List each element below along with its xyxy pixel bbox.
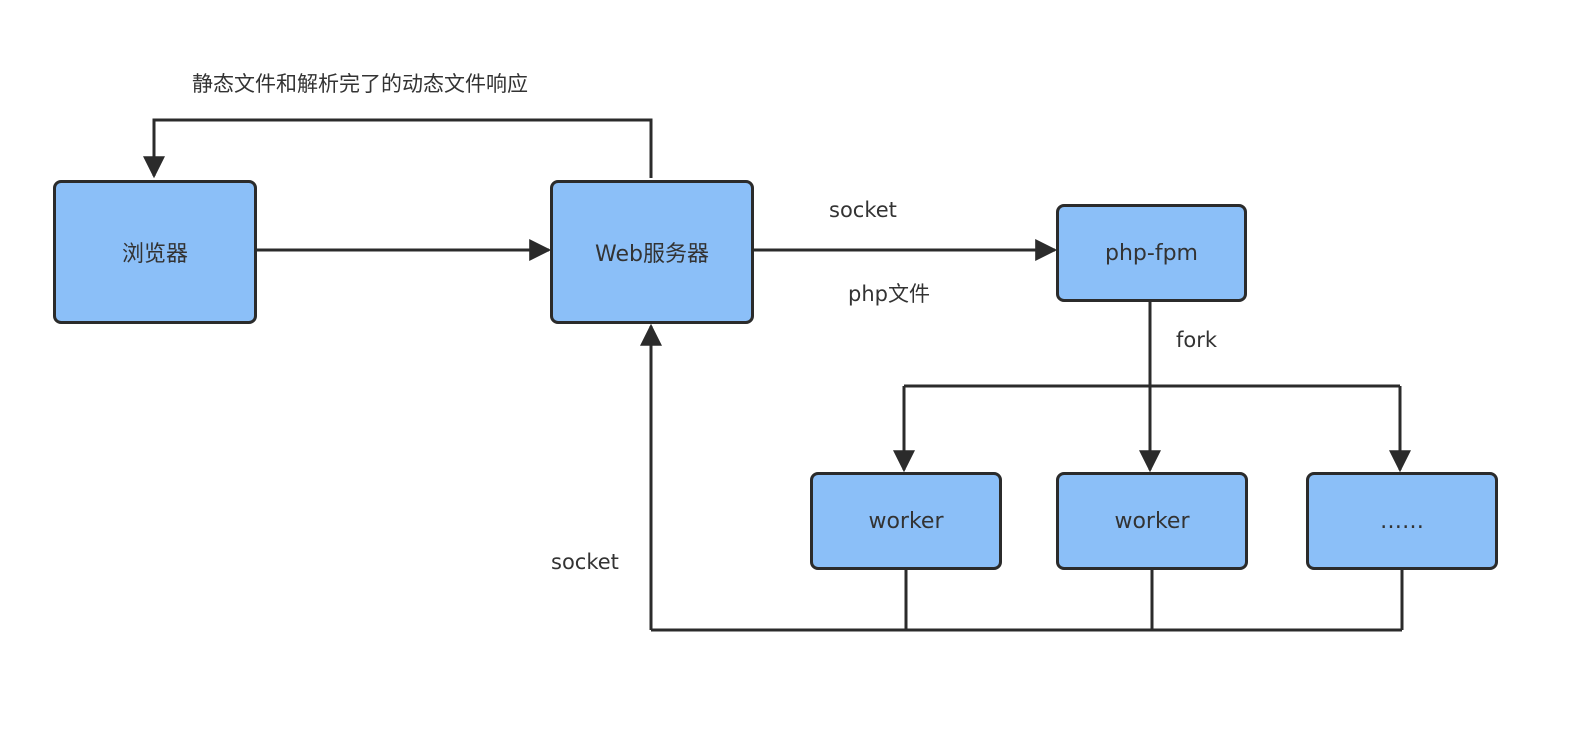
node-worker-2-label: worker <box>1114 508 1190 534</box>
node-worker-more: …… <box>1306 472 1498 570</box>
node-web-server-label: Web服务器 <box>595 242 709 267</box>
node-worker-1: worker <box>810 472 1002 570</box>
label-socket-bottom: socket <box>551 550 619 574</box>
node-worker-more-label: …… <box>1380 508 1424 534</box>
label-fork: fork <box>1176 328 1218 352</box>
node-worker-2: worker <box>1056 472 1248 570</box>
node-php-fpm: php-fpm <box>1056 204 1247 302</box>
node-php-fpm-label: php-fpm <box>1105 240 1198 266</box>
node-worker-1-label: worker <box>868 508 944 534</box>
node-browser: 浏览器 <box>53 180 257 324</box>
label-php-file: php文件 <box>848 282 930 306</box>
node-browser-label: 浏览器 <box>121 242 188 267</box>
label-response: 静态文件和解析完了的动态文件响应 <box>192 72 528 96</box>
node-web-server: Web服务器 <box>550 180 754 324</box>
edge-response-to-browser <box>143 118 653 179</box>
label-socket-top: socket <box>829 198 897 222</box>
